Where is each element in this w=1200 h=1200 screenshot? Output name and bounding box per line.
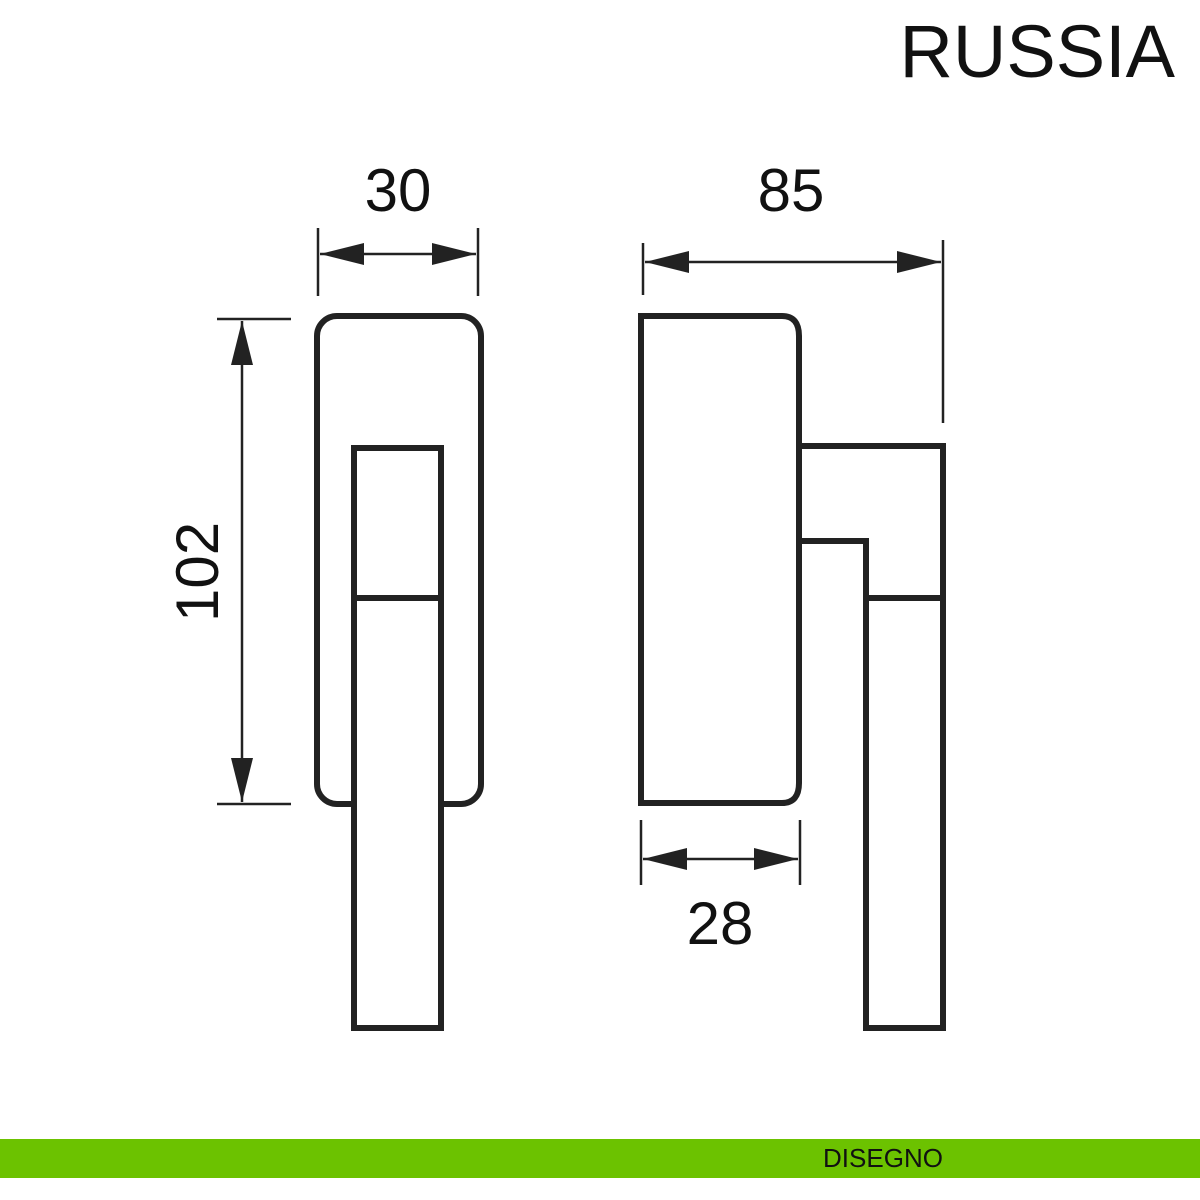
dimension-front-width: 30 bbox=[316, 157, 480, 296]
arrow-right-icon bbox=[897, 251, 941, 273]
arrow-right-icon bbox=[754, 848, 798, 870]
front-view bbox=[314, 313, 484, 1031]
footer-bar bbox=[0, 1139, 1200, 1178]
arrow-up-icon bbox=[231, 321, 253, 365]
side-rosette bbox=[638, 313, 802, 806]
arrow-left-icon bbox=[320, 243, 364, 265]
arrow-left-icon bbox=[645, 251, 689, 273]
arrow-left-icon bbox=[643, 848, 687, 870]
dimension-label: 102 bbox=[164, 522, 231, 622]
footer-label: DISEGNO bbox=[823, 1143, 943, 1173]
title: RUSSIA bbox=[899, 10, 1175, 93]
dimension-label: 85 bbox=[758, 157, 825, 224]
dimension-height: 102 bbox=[164, 317, 291, 806]
dimension-label: 30 bbox=[365, 157, 432, 224]
dimension-label: 28 bbox=[687, 890, 754, 957]
arrow-right-icon bbox=[432, 243, 476, 265]
arrow-down-icon bbox=[231, 758, 253, 802]
side-lever bbox=[800, 443, 946, 1031]
dimension-base-depth: 28 bbox=[639, 820, 802, 957]
dimension-side-depth: 85 bbox=[641, 157, 945, 423]
front-lever bbox=[351, 445, 444, 1031]
side-view bbox=[638, 313, 946, 1031]
